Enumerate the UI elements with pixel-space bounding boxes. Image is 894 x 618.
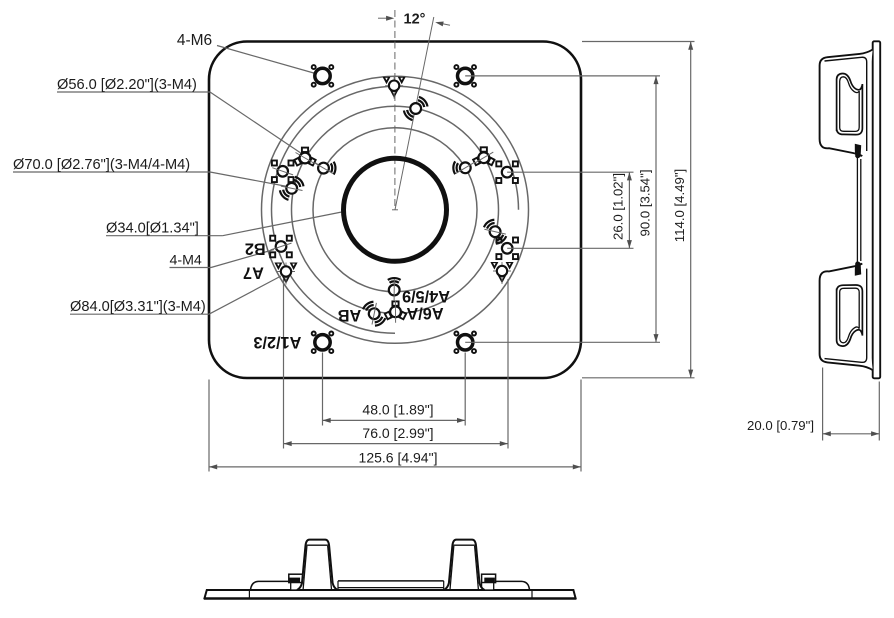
- svg-text:114.0 [4.49"]: 114.0 [4.49"]: [672, 169, 687, 242]
- svg-text:76.0 [2.99"]: 76.0 [2.99"]: [362, 425, 433, 441]
- svg-text:Ø70.0 [Ø2.76"](3-M4/4-M4): Ø70.0 [Ø2.76"](3-M4/4-M4): [13, 157, 190, 173]
- svg-text:Ø34.0[Ø1.34"]: Ø34.0[Ø1.34"]: [106, 221, 199, 237]
- svg-text:A7: A7: [243, 264, 264, 282]
- svg-text:Ø56.0 [Ø2.20"](3-M4): Ø56.0 [Ø2.20"](3-M4): [57, 77, 197, 93]
- svg-text:20.0 [0.79"]: 20.0 [0.79"]: [747, 418, 814, 433]
- svg-text:12°: 12°: [404, 12, 426, 28]
- svg-text:Ø84.0[Ø3.31"](3-M4): Ø84.0[Ø3.31"](3-M4): [70, 299, 206, 315]
- svg-text:90.0 [3.54"]: 90.0 [3.54"]: [638, 169, 653, 236]
- svg-text:125.6 [4.94"]: 125.6 [4.94"]: [359, 449, 438, 465]
- svg-text:48.0 [1.89"]: 48.0 [1.89"]: [362, 401, 433, 417]
- svg-text:4-M6: 4-M6: [177, 32, 212, 49]
- svg-text:A6/A: A6/A: [406, 304, 443, 322]
- svg-text:26.0 [1.02"]: 26.0 [1.02"]: [611, 173, 626, 240]
- svg-text:AB: AB: [338, 306, 362, 324]
- svg-text:A1/2/3: A1/2/3: [253, 333, 301, 351]
- svg-text:B2: B2: [245, 240, 266, 258]
- svg-text:A4/5/9: A4/5/9: [402, 287, 450, 305]
- svg-text:4-M4: 4-M4: [170, 253, 202, 269]
